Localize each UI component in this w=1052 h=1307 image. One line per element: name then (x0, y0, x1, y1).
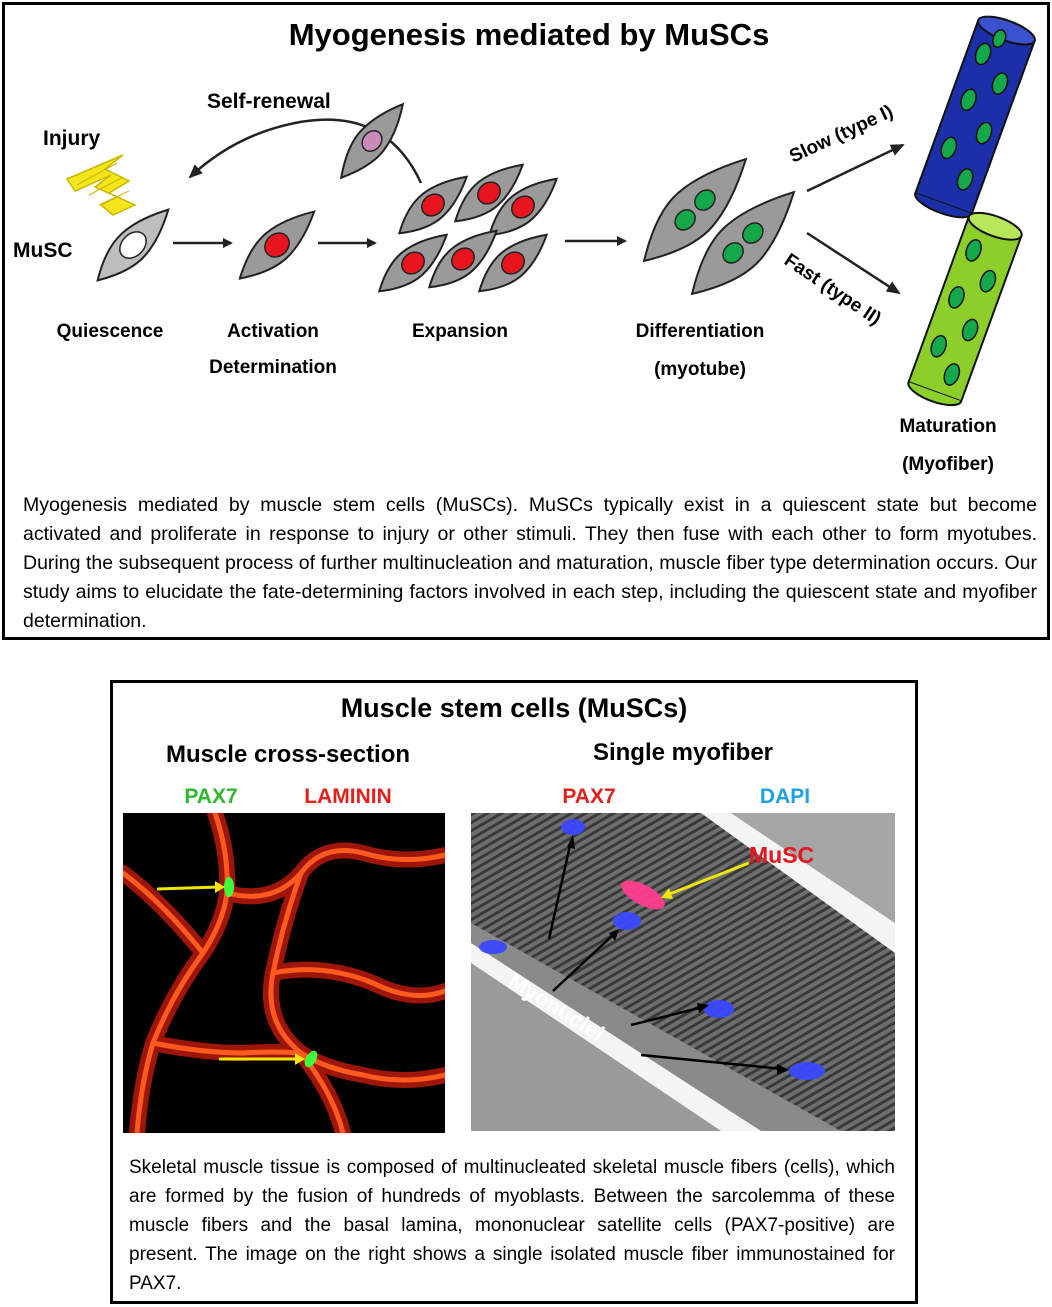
right-heading: Single myofiber (592, 739, 774, 766)
pax7-cell (224, 877, 234, 897)
self-renewal-label: Self-renewal (207, 90, 331, 113)
stage-quiescence: Quiescence (56, 321, 164, 342)
left-heading: Muscle cross-section (165, 741, 411, 768)
black-arrow (630, 1005, 704, 1027)
dapi-nucleus (704, 1000, 734, 1018)
panel-title: Muscle stem cells (MuSCs) (340, 693, 688, 723)
black-arrow (547, 840, 573, 940)
stage-myotube: (myotube) (654, 359, 746, 380)
musc-panel: Muscle stem cells (MuSCs) Muscle cross-s… (110, 680, 918, 1304)
expansion-cells (377, 163, 559, 293)
single-myofiber-image: MuSC Myonuclei (471, 813, 895, 1131)
yellow-arrow (666, 861, 750, 897)
dapi-nucleus (479, 940, 507, 954)
stage-myofiber: (Myofiber) (902, 454, 994, 475)
musc-image-label: MuSC (749, 842, 814, 868)
self-renewal-cell (339, 102, 405, 180)
self-renewal-arrow (188, 118, 423, 184)
right-stain-dapi: DAPI (759, 785, 811, 808)
myogenesis-panel: Myogenesis mediated by MuSCs (2, 2, 1050, 640)
left-stain-pax7: PAX7 (184, 785, 238, 808)
black-arrow (552, 934, 614, 992)
injury-lightning-icon (65, 154, 137, 216)
top-caption: Myogenesis mediated by muscle stem cells… (23, 494, 1037, 632)
myotubes (642, 157, 796, 296)
activated-cell (238, 210, 316, 280)
black-arrow (640, 1053, 784, 1071)
slow-label: Slow (type I) (786, 101, 896, 167)
left-stain-laminin: LAMININ (304, 785, 392, 808)
slow-arrow (806, 143, 905, 193)
fast-label: Fast (type II) (780, 250, 885, 330)
pax7-cell (304, 1050, 318, 1068)
cross-section-image (123, 813, 445, 1133)
dapi-nucleus (613, 912, 641, 930)
bottom-caption: Skeletal muscle tissue is composed of mu… (129, 1157, 895, 1294)
myogenesis-diagram: Slow (type I) Fast (type II) (13, 15, 1036, 407)
stage-maturation: Maturation (899, 416, 997, 437)
slow-fiber (914, 15, 1036, 219)
quiescent-cell (96, 208, 170, 282)
musc-label: MuSC (13, 239, 73, 262)
yellow-arrow (156, 885, 220, 891)
right-stain-pax7: PAX7 (562, 785, 616, 808)
stage-expansion: Expansion (411, 321, 509, 342)
fast-fiber (907, 211, 1023, 407)
injury-label: Injury (43, 127, 100, 150)
dapi-nucleus (789, 1062, 825, 1080)
stage-determination: Determination (209, 357, 337, 378)
dapi-nucleus (561, 819, 585, 835)
stage-activation: Activation (227, 321, 319, 342)
panel-title: Myogenesis mediated by MuSCs (288, 17, 770, 52)
stage-differentiation: Differentiation (635, 321, 765, 342)
pax7-musc (621, 880, 665, 910)
fast-arrow (806, 231, 901, 295)
